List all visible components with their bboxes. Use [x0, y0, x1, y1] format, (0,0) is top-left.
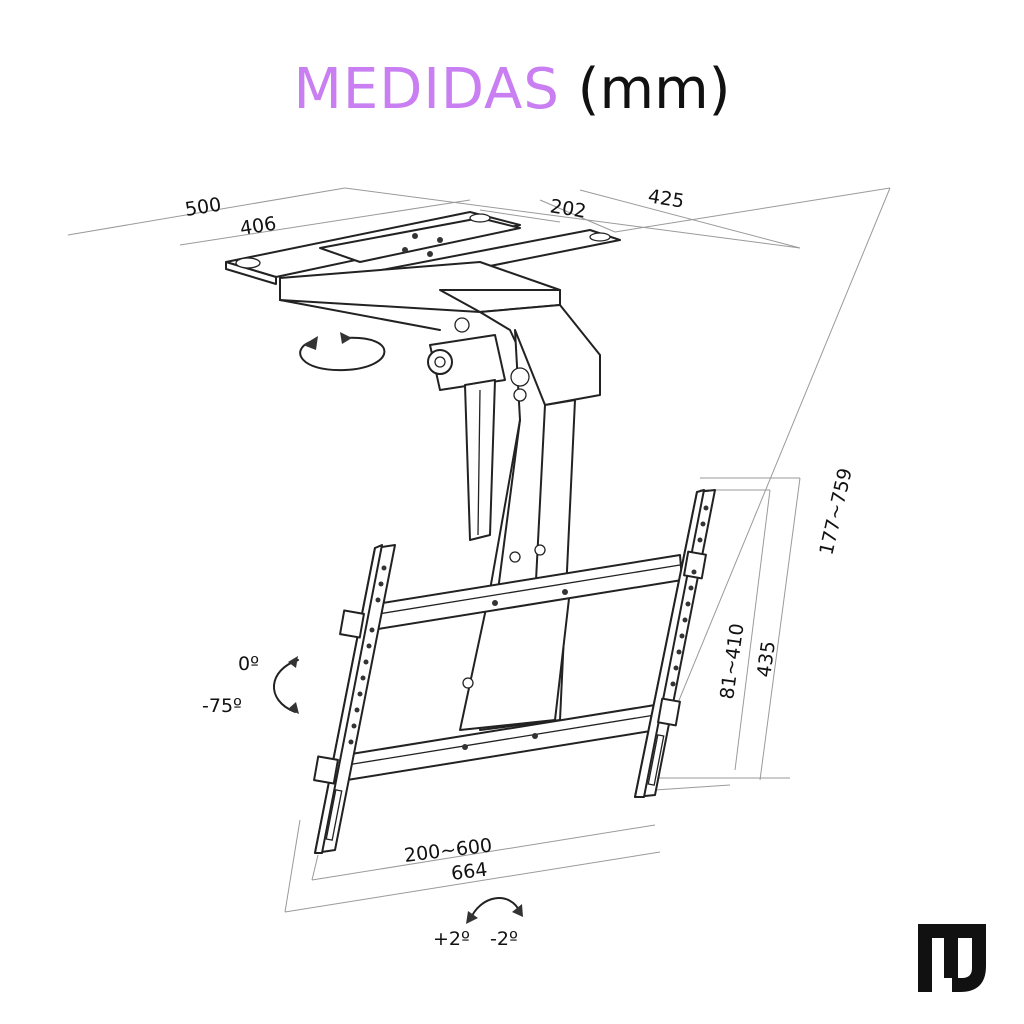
- dim-177-759: 177~759: [815, 466, 856, 557]
- dim-664: 664: [450, 859, 489, 885]
- level-arrow-icon: [466, 897, 523, 924]
- dim-500: 500: [184, 194, 223, 221]
- title-main: MEDIDAS: [293, 57, 560, 122]
- dim-435: 435: [753, 640, 780, 679]
- dim-81-410: 81~410: [716, 622, 748, 701]
- left-vertical-bracket: [313, 544, 396, 854]
- dim-406: 406: [239, 213, 278, 240]
- brand-logo: [918, 924, 986, 992]
- angle-tilt-bottom: -75º: [202, 695, 242, 717]
- angle-tilt-top: 0º: [238, 653, 259, 675]
- angle-level-plus: +2º: [433, 928, 470, 950]
- tilt-arrow-icon: [273, 656, 299, 714]
- title-unit: (mm): [577, 57, 731, 122]
- angle-level-minus: -2º: [490, 928, 518, 950]
- page-title: MEDIDAS (mm): [0, 56, 1024, 124]
- rotation-arrow-icon: [299, 332, 386, 372]
- top-dimension-lines: [67, 187, 891, 913]
- dim-202: 202: [549, 195, 588, 222]
- arm: [427, 304, 601, 731]
- top-box: [279, 261, 561, 331]
- right-vertical-bracket: [634, 489, 716, 798]
